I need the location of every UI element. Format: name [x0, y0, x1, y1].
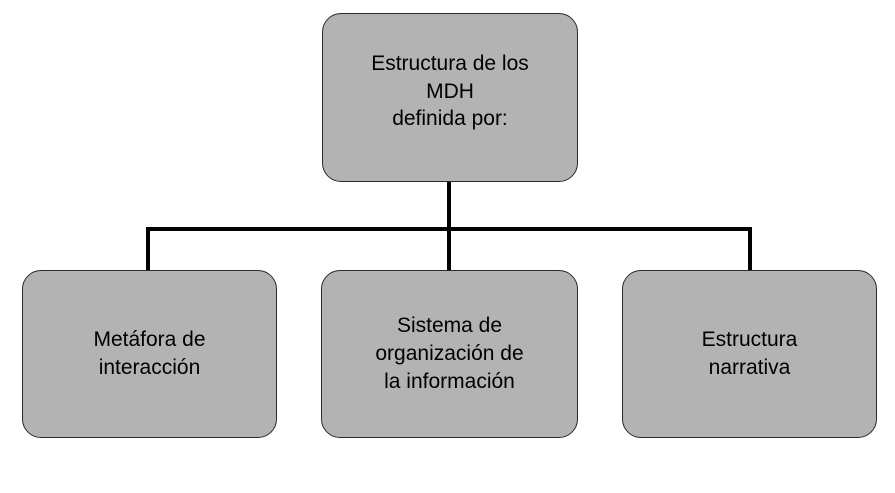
- node-root: Estructura de los MDH definida por:: [322, 13, 578, 182]
- node-sistema-de-organizacion-de-la-informacion: Sistema de organización de la informació…: [321, 270, 578, 438]
- node-metafora-de-interaccion: Metáfora de interacción: [22, 270, 277, 438]
- node-child-0-label: Metáfora de interacción: [93, 328, 206, 379]
- node-child-1-label: Sistema de organización de la informació…: [375, 314, 524, 393]
- node-estructura-narrativa: Estructura narrativa: [622, 270, 877, 438]
- node-child-2-label: Estructura narrativa: [701, 328, 798, 379]
- node-root-label: Estructura de los MDH definida por:: [371, 51, 529, 131]
